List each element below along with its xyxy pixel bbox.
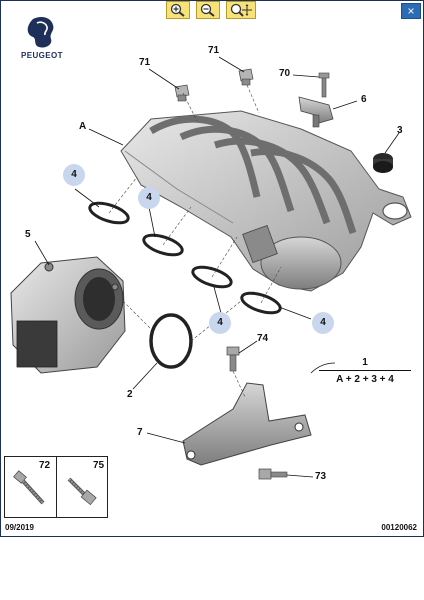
zoom-fit-icon (230, 3, 252, 17)
zoom-toolbar (166, 1, 256, 19)
throttle-body (10, 256, 126, 374)
o-ring (149, 313, 193, 369)
screw-73 (258, 468, 288, 480)
kit-formula: 1 A + 2 + 3 + 4 (319, 357, 411, 385)
diagram-date: 09/2019 (5, 523, 34, 532)
zoom-out-icon (200, 3, 215, 17)
inset-label-75: 75 (93, 460, 105, 471)
leader-lines (34, 56, 400, 478)
gasket-3 (191, 265, 233, 289)
callout-71-left: 71 (139, 57, 151, 68)
intake-manifold (120, 110, 412, 292)
callout-a: A (79, 121, 87, 132)
callout-71-right: 71 (208, 45, 220, 56)
inset-fasteners (13, 470, 97, 506)
zoom-out-button[interactable] (196, 1, 220, 19)
callout-badge-4-third: 4 (209, 312, 231, 334)
kit-number: 1 (362, 357, 368, 368)
bracket (182, 382, 312, 466)
formula-arrow (310, 362, 336, 374)
callout-70: 70 (279, 68, 291, 79)
diagram-frame: PEUGEOT (0, 0, 424, 537)
screw-72-icon (13, 470, 45, 505)
callout-badge-4-second: 4 (138, 187, 160, 209)
gasket-1 (88, 201, 130, 225)
gasket-2 (142, 233, 184, 257)
formula-divider (319, 370, 411, 371)
peugeot-logo: PEUGEOT (11, 13, 73, 69)
callout-73: 73 (315, 471, 327, 482)
screw-71-right (238, 68, 254, 86)
diagram-reference: 00120062 (381, 523, 417, 532)
lion-emblem-icon (27, 17, 54, 48)
fastener-inset: 72 75 (4, 456, 108, 518)
kit-expression: A + 2 + 3 + 4 (336, 374, 394, 385)
stud-75-icon (67, 477, 97, 506)
inset-divider (56, 457, 57, 517)
zoom-in-icon (170, 3, 185, 17)
screw-71-left (174, 84, 190, 102)
callout-badge-4-first: 4 (63, 164, 85, 186)
close-button[interactable]: × (401, 3, 421, 19)
brand-name: PEUGEOT (21, 51, 63, 60)
callout-3: 3 (397, 125, 403, 136)
callout-6: 6 (361, 94, 367, 105)
zoom-in-button[interactable] (166, 1, 190, 19)
zoom-fit-button[interactable] (226, 1, 256, 19)
gasket-4 (240, 291, 282, 315)
callout-7: 7 (137, 427, 143, 438)
callout-badge-4-fourth: 4 (312, 312, 334, 334)
inset-label-72: 72 (39, 460, 51, 471)
callout-74: 74 (257, 333, 269, 344)
screw-74 (226, 346, 240, 372)
callout-2: 2 (127, 389, 133, 400)
pressure-sensor (298, 72, 334, 128)
grommet (373, 153, 393, 173)
parts-diagram (10, 56, 412, 480)
callout-5: 5 (25, 229, 31, 240)
